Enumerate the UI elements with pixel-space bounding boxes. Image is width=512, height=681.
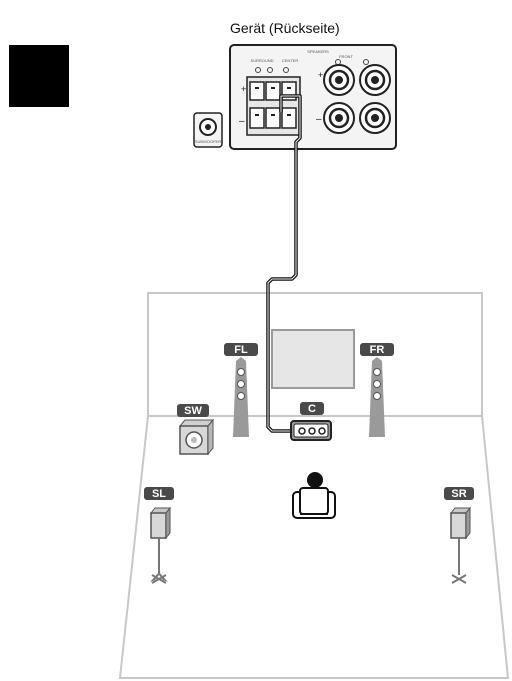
front-panel-label: FRONT [339, 54, 353, 59]
surround-panel-label: SURROUND [250, 58, 273, 63]
front-binding-posts [323, 64, 391, 134]
subwoofer-output-jack: SUBWOOFER [193, 112, 223, 148]
speaker-terminal-block [246, 76, 301, 136]
front-plus-sign: + [318, 70, 323, 80]
front-left-label: FL [234, 344, 248, 356]
tv-screen [271, 329, 355, 389]
front-right-speaker: FR [360, 343, 394, 437]
receiver-back-panel: SPEAKERS SURROUND CENTER FRONT + – + – [229, 44, 397, 150]
center-speaker: C [290, 402, 332, 441]
listener-seat [292, 472, 336, 519]
page-title: Gerät (Rückseite) [230, 20, 340, 36]
subwoofer-label: SW [184, 405, 202, 417]
minus-sign: – [239, 116, 245, 127]
subwoofer-out-label: SUBWOOFER [195, 139, 221, 144]
surround-right-speaker: SR [444, 487, 474, 584]
speakers-panel-label: SPEAKERS [307, 49, 329, 54]
center-panel-label: CENTER [282, 58, 299, 63]
front-minus-sign: – [316, 114, 322, 125]
surround-right-label: SR [451, 488, 466, 500]
surround-left-speaker: SL [144, 487, 174, 584]
plus-sign: + [241, 84, 246, 94]
black-marker-tab [9, 45, 69, 107]
surround-left-label: SL [152, 488, 166, 500]
front-right-label: FR [370, 344, 385, 356]
center-label: C [308, 403, 316, 415]
subwoofer-speaker: SW [177, 404, 215, 456]
front-left-speaker: FL [224, 343, 258, 437]
